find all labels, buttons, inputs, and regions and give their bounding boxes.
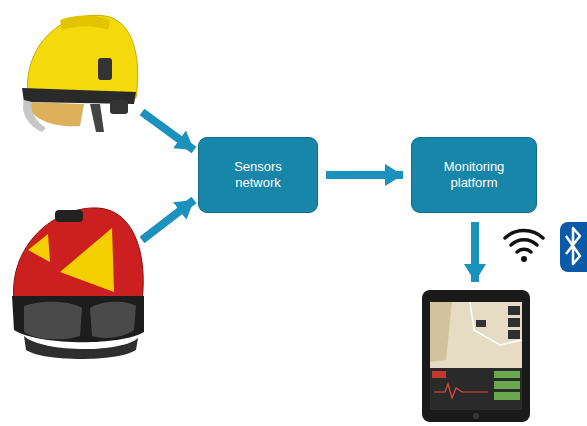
input-arrow bbox=[142, 112, 194, 150]
yellow-helmet bbox=[22, 15, 138, 132]
input-arrow bbox=[142, 200, 194, 240]
red-helmet bbox=[12, 208, 144, 359]
process-box: Monitoring platform bbox=[411, 137, 537, 213]
box-label: Monitoring platform bbox=[431, 159, 517, 191]
output-arrow bbox=[471, 222, 479, 282]
tablet-device bbox=[422, 290, 530, 422]
bluetooth-icon bbox=[560, 222, 587, 272]
process-box: Sensors network bbox=[198, 137, 318, 213]
wifi-icon bbox=[505, 231, 543, 262]
flow-arrow bbox=[326, 171, 403, 179]
box-label: Sensors network bbox=[215, 159, 301, 191]
